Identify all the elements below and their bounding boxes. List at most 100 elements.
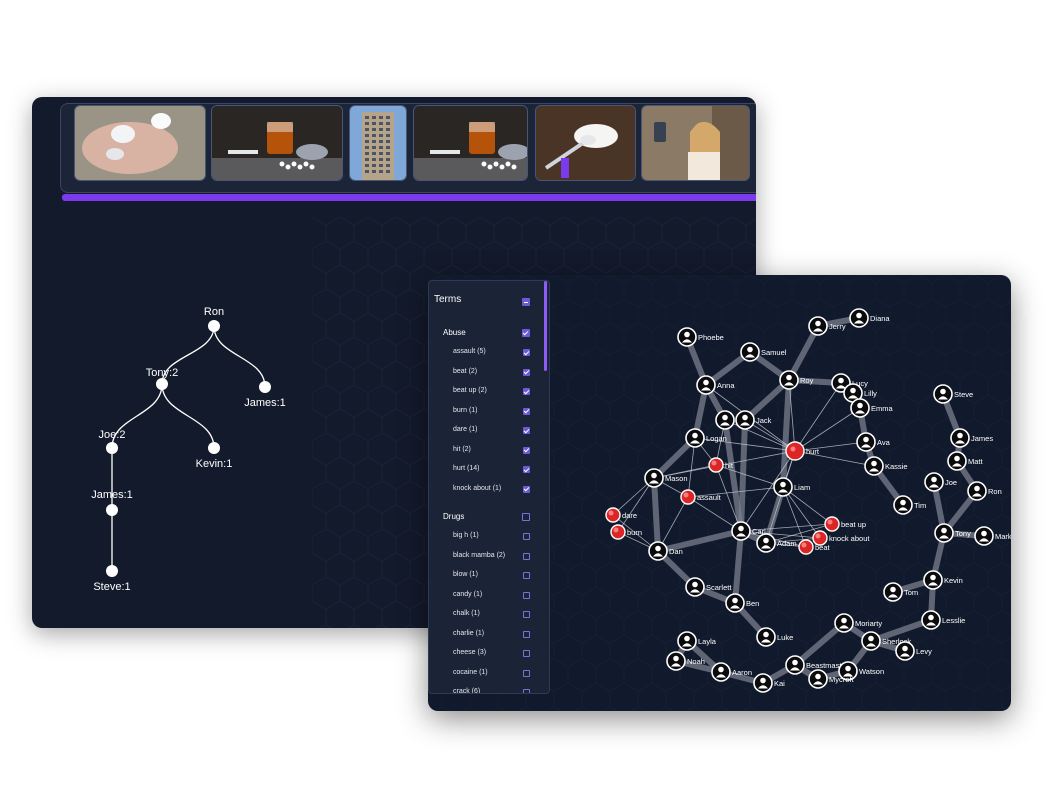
thumb-whiskey-pills[interactable] — [211, 105, 343, 181]
person-node-emma[interactable]: Emma — [850, 398, 893, 418]
person-node-liam[interactable]: Liam — [773, 477, 810, 497]
term-checkbox[interactable] — [523, 427, 530, 434]
tree-node-tony[interactable] — [156, 378, 168, 390]
term-node-burn[interactable]: burn — [610, 524, 642, 540]
person-label: Tom — [904, 588, 918, 597]
person-node-tony[interactable]: Tony — [934, 523, 971, 543]
person-node-joe[interactable]: Joe — [924, 472, 957, 492]
term-checkbox[interactable] — [523, 466, 530, 473]
person-node-lesslie[interactable]: Lesslie — [921, 610, 965, 630]
person-node-samuel[interactable]: Samuel — [740, 342, 787, 362]
person-icon — [815, 673, 821, 680]
person-node-jack[interactable]: Jack — [735, 410, 772, 430]
term-checkbox[interactable] — [523, 388, 530, 395]
term-node-beat-up[interactable]: beat up — [824, 516, 866, 532]
thumb-powder-hand[interactable] — [74, 105, 206, 181]
thumbnail-scrollbar[interactable] — [62, 194, 756, 201]
term-checkbox[interactable] — [523, 630, 530, 638]
term-checkbox[interactable] — [523, 669, 530, 677]
term-node-beat[interactable]: beat — [798, 539, 831, 555]
person-label: Carl — [752, 527, 766, 536]
person-node-roy[interactable]: Roy — [779, 370, 814, 390]
term-checkbox[interactable] — [523, 572, 530, 579]
person-node-dan[interactable]: Dan — [648, 541, 683, 561]
person-node-luke[interactable]: Luke — [756, 627, 793, 647]
term-checkbox[interactable] — [523, 485, 530, 493]
person-label: Levy — [916, 647, 932, 656]
term-node-dare[interactable]: dare — [605, 507, 637, 523]
person-node-noah[interactable]: Noah — [666, 651, 705, 671]
person-icon — [871, 460, 877, 467]
tree-node-james2[interactable] — [106, 504, 118, 516]
person-node-lilly[interactable]: Lilly — [843, 383, 877, 403]
person-node-levy[interactable]: Levy — [895, 641, 932, 661]
term-node-hurt[interactable]: hurt — [785, 441, 820, 461]
term-node-hit[interactable]: hit — [708, 457, 734, 473]
terms-group-checkbox[interactable] — [522, 329, 530, 337]
person-node-phoebe[interactable]: Phoebe — [677, 327, 724, 347]
person-node-adam[interactable]: Adam — [756, 533, 797, 553]
term-checkbox[interactable] — [523, 368, 530, 376]
person-node-diana[interactable]: Diana — [849, 308, 890, 328]
term-item: blow (1) — [453, 571, 478, 578]
terms-collapse-toggle[interactable] — [522, 298, 530, 306]
person-node-tom[interactable]: Tom — [883, 582, 918, 602]
term-checkbox[interactable] — [523, 591, 530, 599]
thumb-woman-selfie[interactable] — [641, 105, 750, 181]
person-node-mark[interactable]: Mark — [974, 526, 1011, 546]
person-node-kevin[interactable]: Kevin — [923, 570, 963, 590]
person-node-anna[interactable]: Anna — [696, 375, 735, 395]
person-node-ava[interactable]: Ava — [856, 432, 891, 452]
person-node-aaron[interactable]: Aaron — [711, 662, 752, 682]
term-checkbox[interactable] — [523, 407, 530, 415]
person-node-mason[interactable]: Mason — [644, 468, 688, 488]
term-label: beat — [815, 543, 831, 552]
tree-node-james1[interactable] — [259, 381, 271, 393]
graph-edge — [657, 496, 689, 552]
person-node-ben[interactable]: Ben — [725, 593, 759, 613]
person-icon — [692, 432, 698, 439]
person-node-james[interactable]: James — [950, 428, 993, 448]
term-node-knock-about[interactable]: knock about — [812, 530, 870, 546]
term-checkbox[interactable] — [523, 552, 530, 560]
person-node-steve[interactable]: Steve — [933, 384, 973, 404]
terms-scrollbar[interactable] — [544, 281, 547, 371]
thumb-spoon-powder[interactable] — [535, 105, 636, 181]
person-node-scarlett[interactable]: Scarlett — [685, 577, 732, 597]
person-icon — [841, 617, 847, 624]
term-checkbox[interactable] — [523, 650, 530, 657]
graph-edge — [744, 419, 796, 452]
person-node-tim[interactable]: Tim — [893, 495, 926, 515]
term-node-assault[interactable]: assault — [680, 489, 722, 505]
tree-node-steve[interactable] — [106, 565, 118, 577]
person-icon — [692, 581, 698, 588]
graph-edge — [687, 496, 742, 532]
person-node-logan[interactable]: Logan — [685, 428, 727, 448]
person-node-watson[interactable]: Watson — [838, 661, 884, 681]
tree-node-kevin[interactable] — [208, 442, 220, 454]
person-node-mycroft[interactable]: Mycroft — [808, 669, 855, 689]
person-node-jerry[interactable]: Jerry — [808, 316, 846, 336]
thumb-whiskey-pills-2[interactable] — [413, 105, 528, 181]
person-node-layla[interactable]: Layla — [677, 631, 717, 651]
tree-node-joe[interactable] — [106, 442, 118, 454]
person-node-sherlock[interactable]: Sherlock — [861, 631, 911, 651]
person-node-moriarty[interactable]: Moriarty — [834, 613, 882, 633]
term-checkbox[interactable] — [523, 349, 530, 356]
person-node-carl[interactable]: Carl — [731, 521, 766, 541]
person-node-kai[interactable]: Kai — [753, 673, 785, 693]
term-checkbox[interactable] — [523, 611, 530, 618]
thumb-building[interactable] — [349, 105, 407, 181]
term-checkbox[interactable] — [523, 689, 530, 693]
term-checkbox[interactable] — [523, 446, 530, 454]
person-node-matt[interactable]: Matt — [947, 451, 984, 471]
tree-node-ron[interactable] — [208, 320, 220, 332]
term-item: cheese (3) — [453, 649, 487, 656]
person-node-ron[interactable]: Ron — [967, 481, 1002, 501]
graph-edge — [740, 523, 833, 532]
term-checkbox[interactable] — [523, 533, 530, 540]
person-node-beastmaster[interactable]: Beastmaster — [785, 655, 849, 675]
person-node-kassie[interactable]: Kassie — [864, 456, 908, 476]
terms-group-checkbox[interactable] — [522, 513, 530, 521]
